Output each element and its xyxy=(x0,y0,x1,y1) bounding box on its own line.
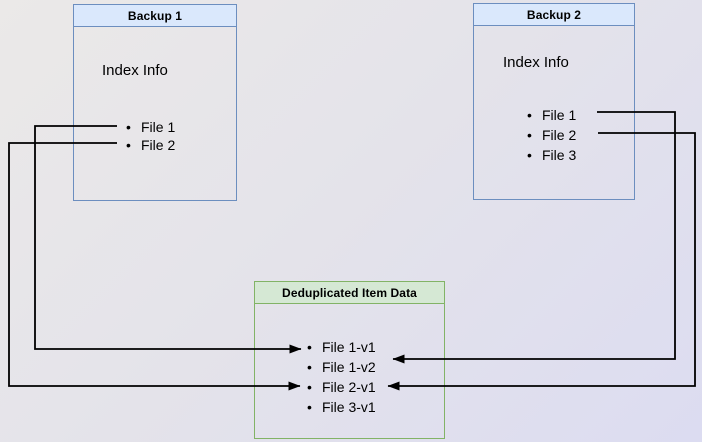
file-label: File 1 xyxy=(141,119,176,135)
dedup-file-list: • File 1-v1 • File 1-v2 • File 2-v1 • File 3-v1 xyxy=(307,337,376,417)
file-list-item: • File 1-v1 xyxy=(307,337,376,357)
backup2-header: Backup 2 xyxy=(474,4,634,26)
file-label: File 1-v1 xyxy=(322,339,376,355)
file-label: File 2-v1 xyxy=(322,379,376,395)
bullet-icon: • xyxy=(126,137,131,153)
backup2-title: Backup 2 xyxy=(526,7,582,22)
dedup-box: Deduplicated Item Data • File 1-v1 • File 1… xyxy=(254,281,445,439)
backup1-box: Backup 1 Index Info • File 1 • File 2 xyxy=(73,4,237,201)
backup1-title: Backup 1 xyxy=(127,8,183,23)
bullet-icon: • xyxy=(527,107,532,123)
file-label: File 3-v1 xyxy=(322,399,376,415)
bullet-icon: • xyxy=(527,127,532,143)
bullet-icon: • xyxy=(527,147,532,163)
bullet-icon: • xyxy=(307,399,312,415)
dedup-header: Deduplicated Item Data xyxy=(255,282,444,304)
file-list-item: • File 1-v2 xyxy=(307,357,376,377)
file-label: File 2 xyxy=(141,137,176,153)
bullet-icon: • xyxy=(126,119,131,135)
file-list-item: • File 2 xyxy=(527,125,576,145)
file-label: File 3 xyxy=(542,147,577,163)
backup1-header: Backup 1 xyxy=(74,5,236,27)
file-list-item: • File 3-v1 xyxy=(307,397,376,417)
file-list-item: • File 1 xyxy=(126,118,175,136)
backup1-file-list: • File 1 • File 2 xyxy=(126,118,175,154)
file-list-item: • File 2 xyxy=(126,136,175,154)
file-list-item: • File 3 xyxy=(527,145,576,165)
bullet-icon: • xyxy=(307,339,312,355)
bullet-icon: • xyxy=(307,379,312,395)
backup2-file-list: • File 1 • File 2 • File 3 xyxy=(527,105,576,165)
backup1-index-label: Index Info xyxy=(102,62,168,79)
file-list-item: • File 2-v1 xyxy=(307,377,376,397)
backup2-index-label: Index Info xyxy=(503,54,569,71)
backup2-box: Backup 2 Index Info • File 1 • File 2 • File … xyxy=(473,3,635,200)
file-label: File 2 xyxy=(542,127,577,143)
bullet-icon: • xyxy=(307,359,312,375)
file-label: File 1 xyxy=(542,107,577,123)
file-list-item: • File 1 xyxy=(527,105,576,125)
dedup-title: Deduplicated Item Data xyxy=(282,285,417,300)
file-label: File 1-v2 xyxy=(322,359,376,375)
